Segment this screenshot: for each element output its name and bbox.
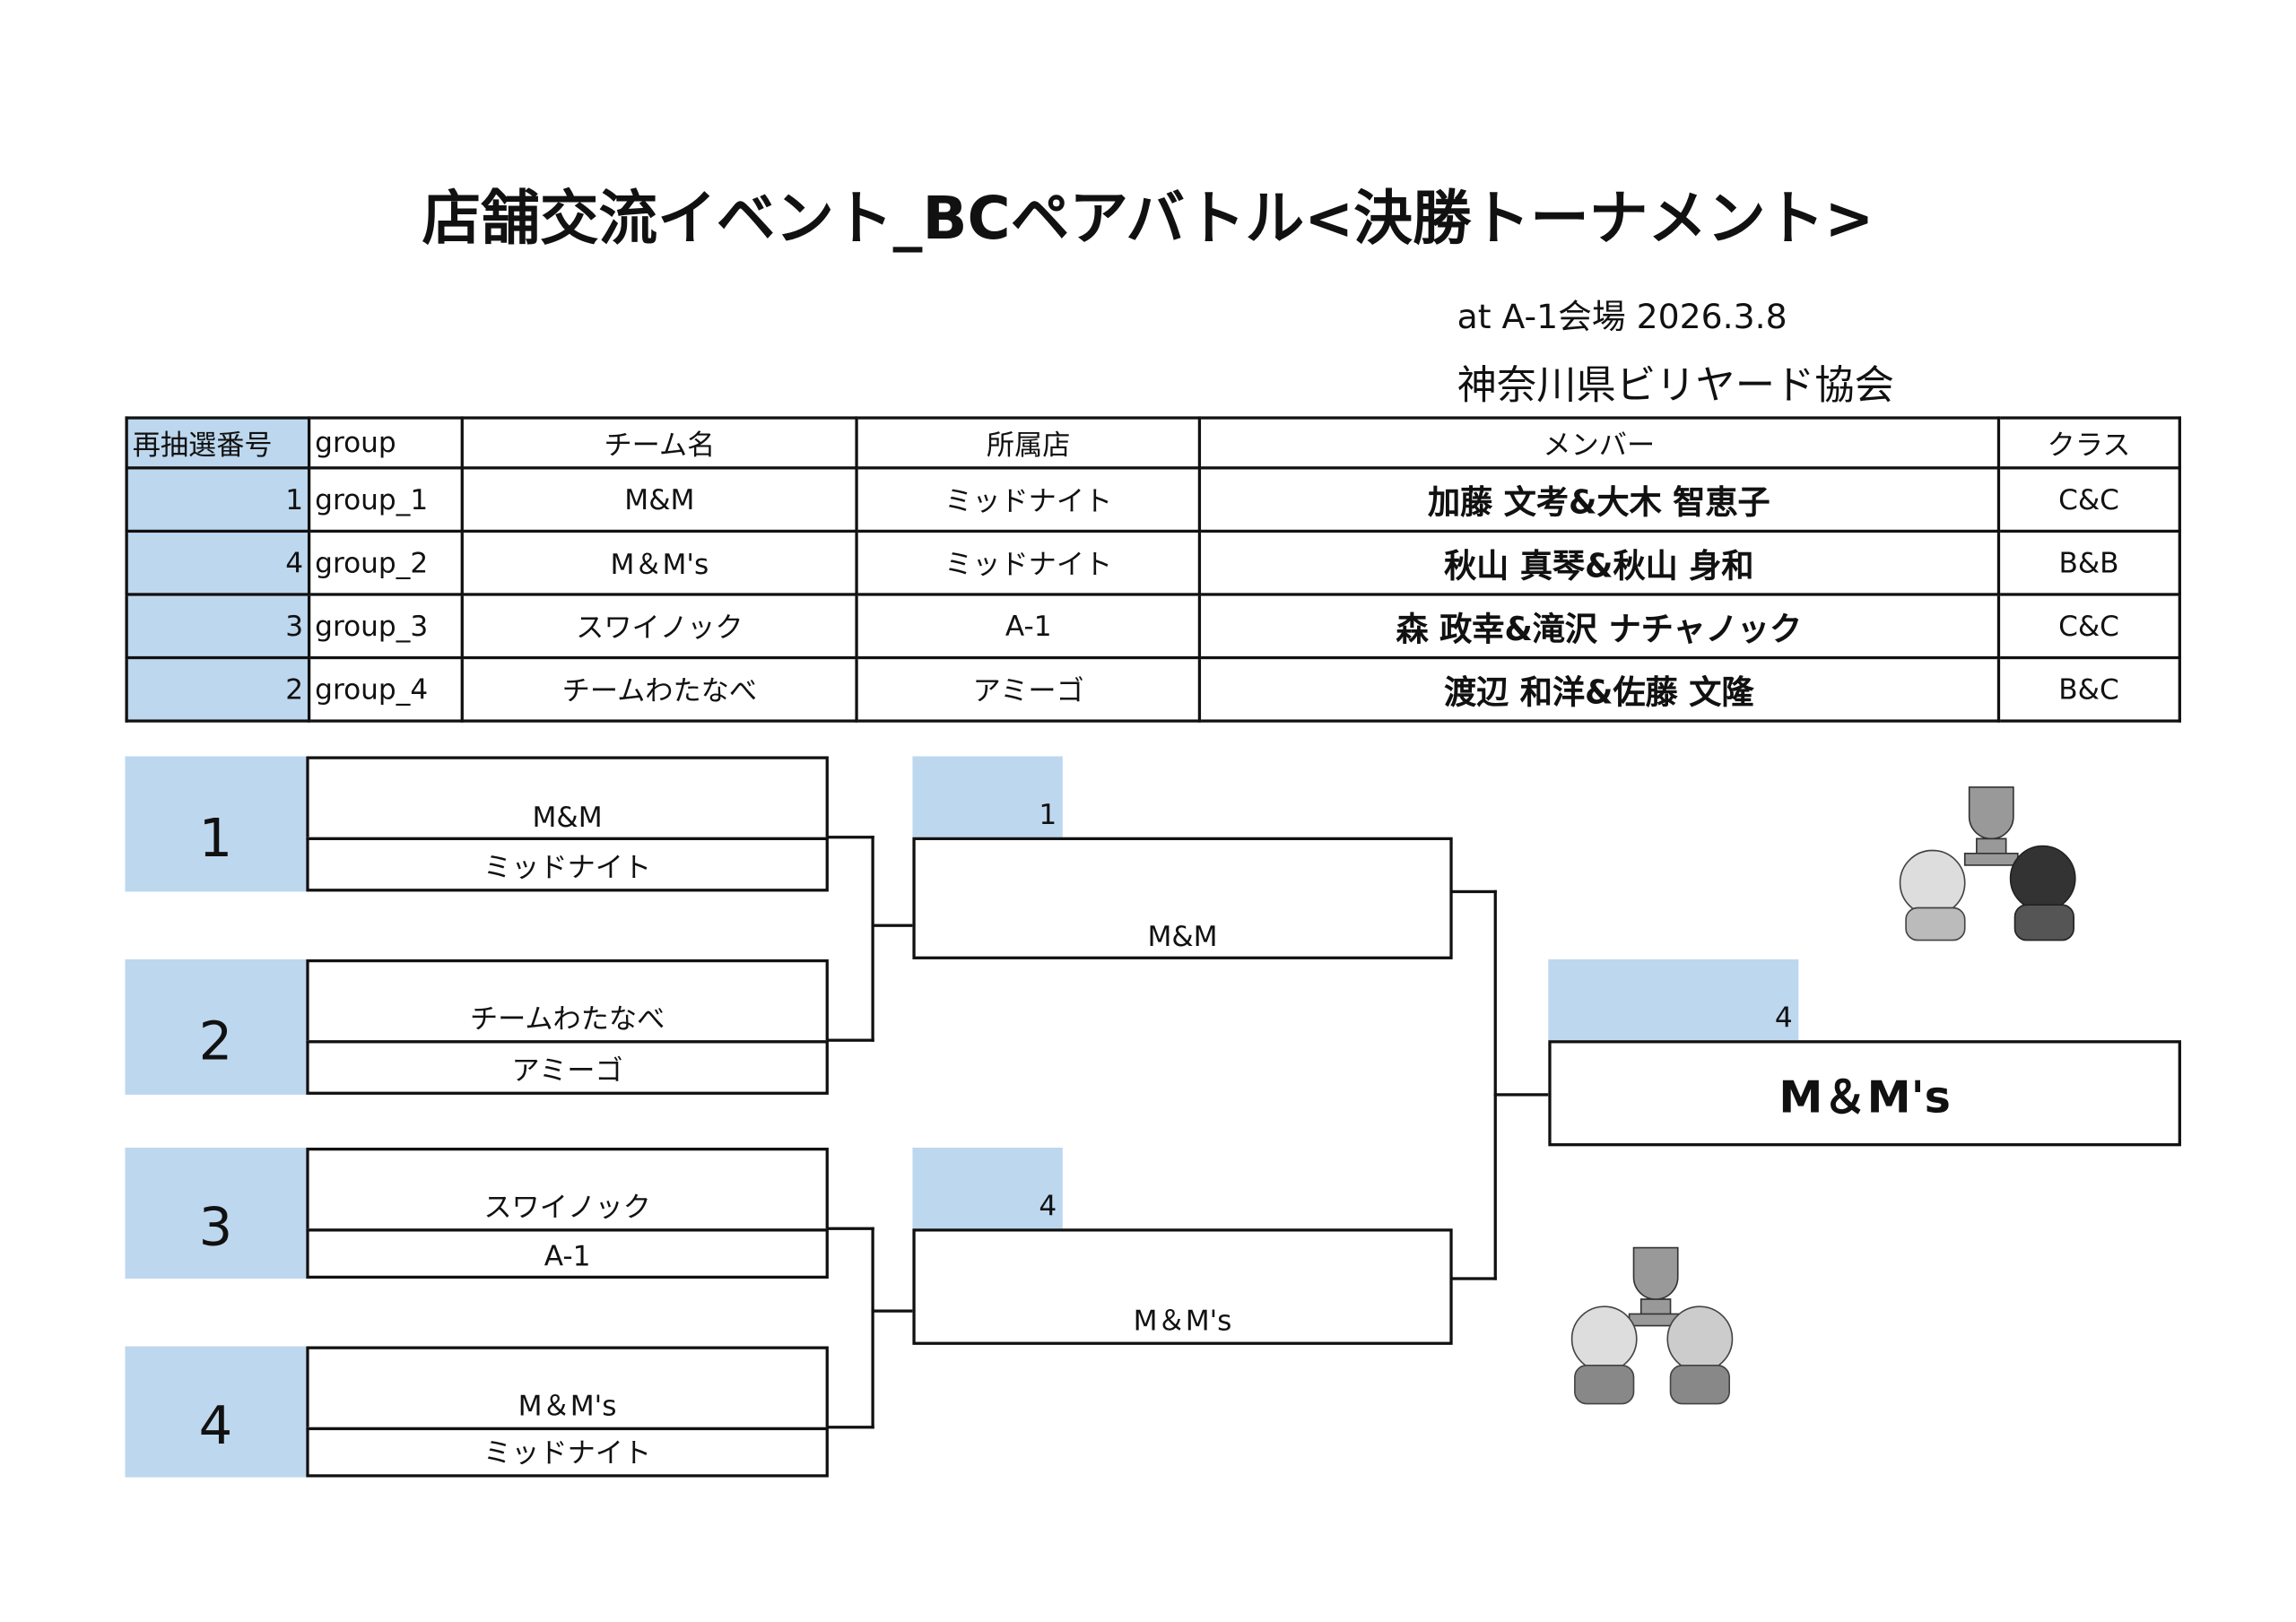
cell-draw: 4 [125, 529, 311, 596]
cell-class: B&C [1996, 655, 2181, 723]
cell-team: スワイノック [460, 593, 859, 660]
seed-shop: ミッドナイト [306, 1427, 829, 1478]
connector [1451, 889, 1497, 894]
connector [871, 924, 913, 927]
connector [871, 836, 874, 1042]
seed-number: 4 [125, 1346, 307, 1478]
cell-draw: 1 [125, 466, 311, 533]
organizer: 神奈川県ビリヤード協会 [1457, 363, 1894, 410]
final-label: 4 [1548, 958, 1799, 1041]
cell-shop: ミッドナイト [855, 466, 1202, 533]
venue-date: at A-1会場 2026.3.8 [1457, 299, 1787, 337]
cell-class: C&C [1996, 466, 2181, 533]
cell-team: M＆M's [460, 529, 859, 596]
header-draw: 再抽選番号 [125, 416, 311, 470]
cell-members: 森 政幸&滝沢 ナチャノック [1198, 593, 2000, 660]
connector [1451, 1277, 1497, 1280]
cell-team: チームわたなべ [460, 655, 859, 723]
seed-team: M&M [306, 756, 829, 841]
cell-members: 加藤 文考&大木 智恵子 [1198, 466, 2000, 533]
header-members: メンバー [1198, 416, 2000, 470]
connector [871, 1227, 874, 1429]
seed-shop: A-1 [306, 1228, 829, 1279]
header-group: group [307, 416, 464, 470]
cell-class: B&B [1996, 529, 2181, 596]
semi-label: 4 [912, 1147, 1063, 1229]
semi-team: M＆M's [912, 1228, 1453, 1345]
page-title: 店舗交流イベント_BCペアバトル<決勝トーナメント> [422, 185, 1874, 254]
cell-members: 渡辺 和洋&佐藤 文隆 [1198, 655, 2000, 723]
seed-team: M＆M's [306, 1346, 829, 1431]
final-team: M＆M's [1548, 1040, 2181, 1147]
cell-group: group_4 [307, 655, 464, 723]
seed-shop: ミッドナイト [306, 837, 829, 892]
connector [827, 1038, 874, 1042]
cell-team: M&M [460, 466, 859, 533]
seed-number: 2 [125, 958, 307, 1095]
header-class: クラス [1996, 416, 2181, 470]
cell-shop: ミッドナイト [855, 529, 1202, 596]
cell-class: C&C [1996, 593, 2181, 660]
seed-team: チームわたなべ [306, 958, 829, 1044]
header-shop: 所属店 [855, 416, 1202, 470]
cell-members: 秋山 真琴&秋山 身和 [1198, 529, 2000, 596]
seed-team: スワイノック [306, 1147, 829, 1232]
seed-number: 1 [125, 756, 307, 892]
cell-group: group_1 [307, 466, 464, 533]
cell-shop: A-1 [855, 593, 1202, 660]
connector [827, 1227, 874, 1230]
connector [827, 1426, 874, 1429]
cell-group: group_3 [307, 593, 464, 660]
seed-number: 3 [125, 1147, 307, 1279]
header-team: チーム名 [460, 416, 859, 470]
cell-draw: 3 [125, 593, 311, 660]
cell-group: group_2 [307, 529, 464, 596]
connector [1493, 1093, 1549, 1097]
connector [827, 836, 874, 839]
cell-draw: 2 [125, 655, 311, 723]
cell-shop: アミーゴ [855, 655, 1202, 723]
semi-label: 1 [912, 756, 1063, 837]
dogs-trophy-illustration [1570, 1246, 1734, 1405]
cats-trophy-illustration [1899, 786, 2076, 941]
seed-shop: アミーゴ [306, 1040, 829, 1095]
connector [1493, 889, 1497, 1280]
table-header-row: 再抽選番号 group チーム名 所属店 メンバー クラス [125, 416, 2181, 470]
connector [871, 1309, 913, 1313]
semi-team: M&M [912, 837, 1453, 959]
